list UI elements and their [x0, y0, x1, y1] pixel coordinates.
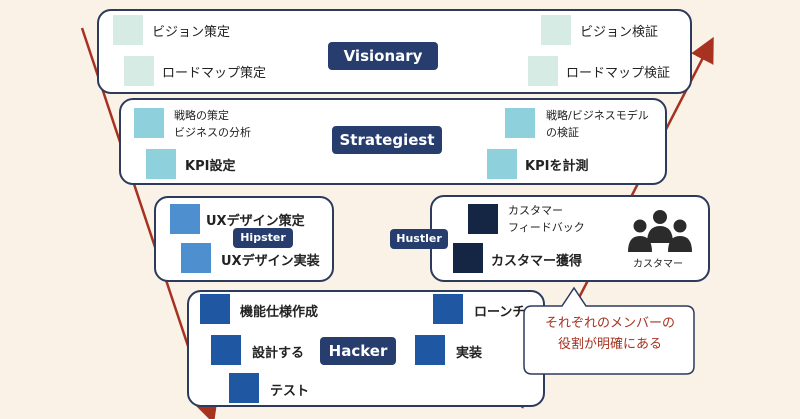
roadmap-planning-label: ロードマップ策定 [162, 66, 267, 81]
spec-label: 機能仕様作成 [240, 305, 319, 320]
launch-square [433, 294, 463, 324]
kpi-measure-label: KPIを計測 [525, 159, 589, 174]
test-square [229, 373, 259, 403]
vision-verify-square [541, 15, 571, 45]
customer-acquisition-square [453, 243, 483, 273]
test-label: テスト [270, 384, 310, 399]
vision-verify-label: ビジョン検証 [580, 25, 659, 40]
roadmap-planning-square [124, 56, 154, 86]
callout-text: それぞれのメンバーの 役割が明確にある [530, 313, 690, 355]
hustler-tag: Hustler [390, 229, 448, 249]
spec-square [200, 294, 230, 324]
strategy-square [134, 108, 164, 138]
kpi-set-square [146, 149, 176, 179]
model-verify-label-1: 戦略/ビジネスモデル [546, 109, 649, 122]
callout-bubble [523, 286, 695, 375]
roadmap-verify-square [528, 56, 558, 86]
hacker-tag: Hacker [320, 337, 396, 365]
customer-label: カスタマー [633, 259, 683, 270]
kpi-set-label: KPI設定 [185, 159, 236, 174]
kpi-measure-square [487, 149, 517, 179]
strategiest-tag: Strategiest [332, 126, 442, 154]
design-square [211, 335, 241, 365]
callout-line-2: 役割が明確にある [557, 337, 662, 352]
visionary-tag: Visionary [328, 42, 438, 70]
customer-acquisition-label: カスタマー獲得 [491, 254, 583, 269]
customer-feedback-square [468, 204, 498, 234]
model-verify-square [505, 108, 535, 138]
ux-design-plan-label: UXデザイン策定 [206, 214, 305, 229]
ux-design-impl-square [181, 243, 211, 273]
model-verify-label-2: の検証 [546, 126, 579, 139]
strategy-label: 戦略の策定 [174, 109, 229, 122]
roadmap-verify-label: ロードマップ検証 [566, 66, 671, 81]
ux-design-plan-square [170, 204, 200, 234]
design-label: 設計する [252, 346, 305, 361]
implementation-label: 実装 [456, 346, 483, 361]
business-analysis-label: ビジネスの分析 [174, 126, 251, 139]
customer-feedback-label-1: カスタマー [508, 204, 563, 217]
ux-design-impl-label: UXデザイン実装 [221, 254, 320, 269]
vision-planning-label: ビジョン策定 [152, 25, 231, 40]
vision-planning-square [113, 15, 143, 45]
hipster-tag: Hipster [233, 228, 293, 248]
launch-label: ローンチ [474, 305, 526, 320]
implementation-square [415, 335, 445, 365]
customer-feedback-label-2: フィードバック [508, 221, 585, 234]
customers-icon [628, 210, 692, 252]
callout-line-1: それぞれのメンバーの [544, 316, 675, 331]
